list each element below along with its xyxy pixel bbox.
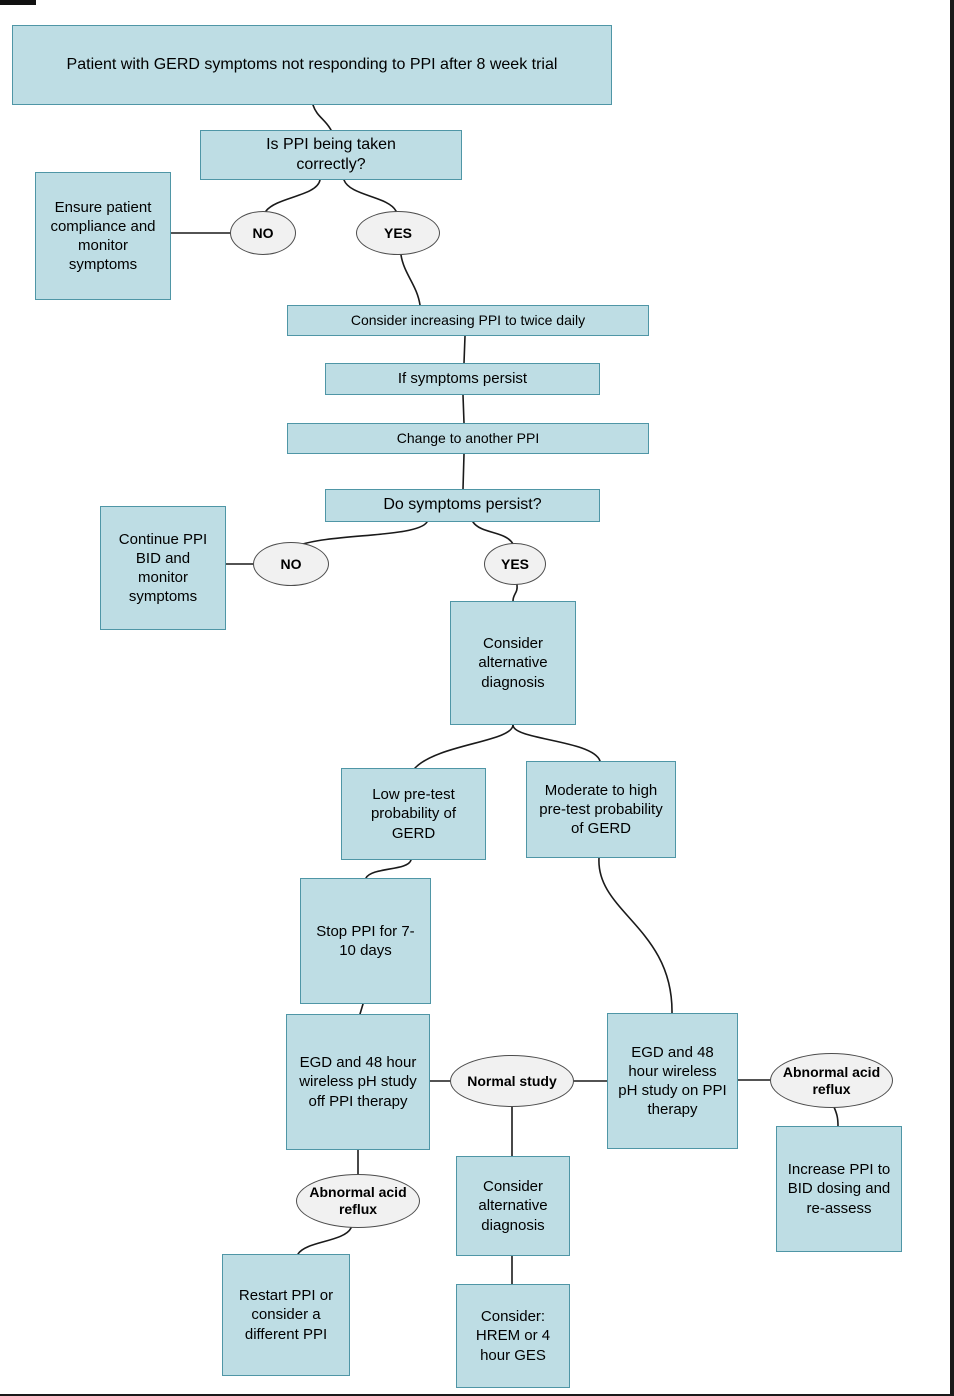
node-stop-ppi: Stop PPI for 7-10 days bbox=[300, 878, 431, 1004]
node-increase-ppi-bid-reassess: Increase PPI to BID dosing and re-assess bbox=[776, 1126, 902, 1252]
node-consider-hrem-ges: Consider: HREM or 4 hour GES bbox=[456, 1284, 570, 1388]
decision-do-symptoms-persist: Do symptoms persist? bbox=[325, 489, 600, 522]
connector-question2-to-no2 bbox=[296, 521, 428, 547]
connector-stop-ppi-to-egd-off bbox=[359, 1003, 364, 1015]
oval-abnormal-acid-reflux-right: Abnormal acid reflux bbox=[770, 1053, 893, 1108]
node-increase-ppi-twice-daily: Consider increasing PPI to twice daily bbox=[287, 305, 649, 336]
node-consider-alternative-diagnosis-1: Consider alternative diagnosis bbox=[450, 601, 576, 725]
oval-abnormal-acid-reflux-left: Abnormal acid reflux bbox=[296, 1174, 420, 1228]
node-egd-ph-study-on-ppi: EGD and 48 hour wireless pH study on PPI… bbox=[607, 1013, 738, 1149]
decision-ppi-taken-correctly: Is PPI being taken correctly? bbox=[200, 130, 462, 180]
node-start: Patient with GERD symptoms not respondin… bbox=[12, 25, 612, 105]
connector-yes2-to-alt-diagnosis1 bbox=[512, 584, 518, 602]
connector-mod-high-prob-to-egd-on bbox=[598, 857, 673, 1014]
oval-no-2: NO bbox=[253, 542, 329, 586]
page-corner-mark bbox=[0, 0, 36, 5]
node-egd-ph-study-off-ppi: EGD and 48 hour wireless pH study off PP… bbox=[286, 1014, 430, 1150]
connector-low-prob-to-stop-ppi bbox=[365, 859, 412, 879]
connector-yes1-to-increase-bid bbox=[400, 254, 421, 306]
connector-alt-diagnosis1-to-mod-high-prob bbox=[512, 724, 601, 762]
connector-abnormal-left-to-restart-ppi bbox=[297, 1227, 352, 1255]
connector-increase-bid-to-symptoms-persist bbox=[463, 335, 466, 364]
node-ensure-compliance: Ensure patient compliance and monitor sy… bbox=[35, 172, 171, 300]
node-low-pretest-probability: Low pre-test probability of GERD bbox=[341, 768, 486, 860]
connector-question1-to-no1 bbox=[265, 179, 321, 212]
oval-yes-1: YES bbox=[356, 211, 440, 255]
connector-symptoms-persist-to-change-ppi bbox=[462, 394, 465, 424]
node-continue-ppi-bid: Continue PPI BID and monitor symptoms bbox=[100, 506, 226, 630]
node-if-symptoms-persist: If symptoms persist bbox=[325, 363, 600, 395]
connector-abnormal-right-to-increase-reassess bbox=[833, 1106, 839, 1127]
node-restart-ppi: Restart PPI or consider a different PPI bbox=[222, 1254, 350, 1376]
connector-alt-diagnosis1-to-low-prob bbox=[414, 724, 514, 769]
node-change-to-another-ppi: Change to another PPI bbox=[287, 423, 649, 454]
node-consider-alternative-diagnosis-2: Consider alternative diagnosis bbox=[456, 1156, 570, 1256]
node-moderate-high-pretest-probability: Moderate to high pre-test probability of… bbox=[526, 761, 676, 858]
oval-no-1: NO bbox=[230, 211, 296, 255]
oval-normal-study: Normal study bbox=[450, 1055, 574, 1107]
connector-question1-to-yes1 bbox=[343, 179, 397, 212]
connector-start-to-question1 bbox=[312, 104, 332, 131]
connector-question2-to-yes2 bbox=[472, 521, 514, 545]
oval-yes-2: YES bbox=[484, 543, 546, 585]
connector-change-ppi-to-question2 bbox=[462, 453, 465, 490]
